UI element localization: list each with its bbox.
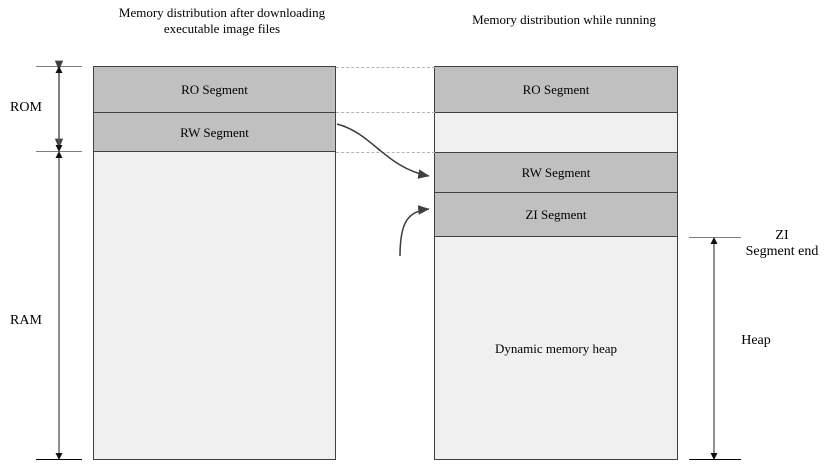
left-rw-segment: RW Segment (93, 112, 336, 152)
ram-dimension-arrow (55, 151, 63, 460)
zi-creation-arrow (399, 205, 430, 257)
heap-bottom-tick (689, 459, 741, 460)
ram-bracket-label: RAM (10, 313, 42, 328)
right-ro-segment: RO Segment (434, 66, 678, 113)
right-rw-segment: RW Segment (434, 152, 678, 193)
rom-top-tick (36, 66, 82, 67)
ram-bottom-tick (36, 459, 82, 460)
right-rw-segment-label: RW Segment (521, 165, 591, 180)
dashed-connector-ro-top (336, 67, 435, 68)
heap-dimension-arrow (710, 237, 718, 460)
right-gap-area (434, 112, 678, 153)
left-ro-segment: RO Segment (93, 66, 336, 113)
dashed-connector-ro-bottom (336, 112, 435, 113)
rom-dimension-arrow (54, 60, 64, 152)
left-rw-segment-label: RW Segment (180, 124, 249, 140)
right-zi-segment-label: ZI Segment (525, 207, 587, 222)
right-dynamic-heap-label: Dynamic memory heap (494, 340, 617, 356)
right-zi-segment: ZI Segment (434, 192, 678, 237)
left-free-area (93, 151, 336, 460)
rw-relocation-arrow (336, 123, 430, 179)
left-diagram-title: Memory distribution after downloading ex… (118, 5, 326, 36)
right-ro-segment-label: RO Segment (522, 82, 590, 97)
heap-bracket-label: Heap (741, 333, 771, 348)
right-memory-column: RO Segment RW Segment ZI Segment Dynamic… (434, 66, 678, 460)
left-ro-segment-label: RO Segment (181, 82, 248, 97)
zi-segment-end-tick (689, 237, 741, 238)
rom-bracket-label: ROM (10, 100, 42, 115)
right-dynamic-heap-segment: Dynamic memory heap (434, 236, 678, 460)
left-memory-column: RO Segment RW Segment (93, 66, 336, 460)
right-diagram-title: Memory distribution while running (472, 12, 656, 27)
zi-segment-end-label: ZI Segment end (745, 228, 819, 259)
rom-bottom-tick (36, 151, 82, 152)
dashed-connector-rw-bottom (336, 152, 435, 153)
